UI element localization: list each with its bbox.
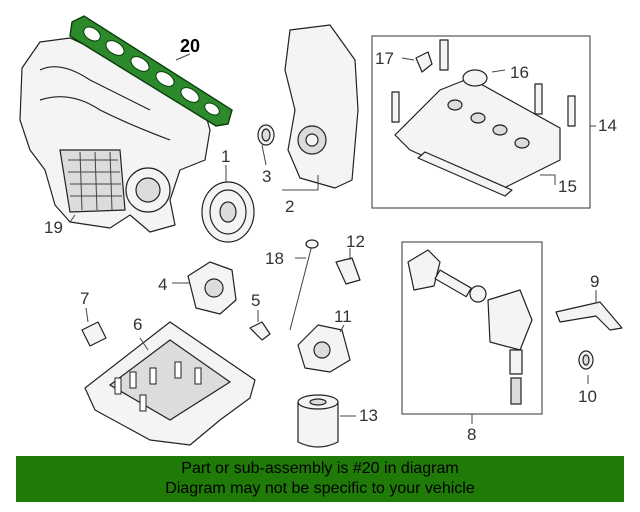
oil-dipstick[interactable] bbox=[289, 239, 319, 331]
banner-line-1: Part or sub-assembly is #20 in diagram bbox=[181, 460, 459, 477]
part-info-banner: Part or sub-assembly is #20 in diagram D… bbox=[16, 456, 624, 502]
oil-filter-housing[interactable] bbox=[297, 324, 351, 373]
callout-14: 14 bbox=[598, 116, 617, 135]
variable-valve-timing-group[interactable] bbox=[401, 241, 543, 415]
callout-10: 10 bbox=[578, 387, 597, 406]
timing-cover[interactable] bbox=[284, 24, 359, 189]
callout-3: 3 bbox=[262, 167, 271, 186]
oil-pan[interactable] bbox=[84, 321, 256, 446]
callout-15: 15 bbox=[558, 177, 577, 196]
callout-2: 2 bbox=[285, 197, 294, 216]
oil-filter[interactable] bbox=[297, 394, 339, 448]
valve-cover-group[interactable] bbox=[371, 35, 591, 209]
intake-manifold-gasket[interactable] bbox=[69, 15, 233, 127]
callout-13: 13 bbox=[359, 406, 378, 425]
callout-6: 6 bbox=[133, 315, 142, 334]
callout-7: 7 bbox=[80, 289, 89, 308]
callout-12: 12 bbox=[346, 232, 365, 251]
callout-16: 16 bbox=[510, 63, 529, 82]
engine-parts-diagram: 20 1 2 3 4 5 6 7 8 9 10 11 12 13 14 15 1… bbox=[19, 15, 623, 448]
intake-manifold[interactable] bbox=[19, 37, 211, 233]
oil-pump-cover[interactable] bbox=[187, 261, 237, 315]
bracket-5[interactable] bbox=[249, 321, 271, 341]
callout-5: 5 bbox=[251, 291, 260, 310]
crankshaft-pulley[interactable] bbox=[201, 181, 255, 243]
callout-1: 1 bbox=[221, 147, 230, 166]
callout-9: 9 bbox=[590, 272, 599, 291]
callout-8: 8 bbox=[467, 425, 476, 444]
bracket-9[interactable] bbox=[555, 301, 623, 331]
callout-4: 4 bbox=[158, 275, 167, 294]
front-seal[interactable] bbox=[257, 124, 275, 146]
callout-19: 19 bbox=[44, 218, 63, 237]
callout-17: 17 bbox=[375, 49, 394, 68]
callout-11: 11 bbox=[334, 307, 352, 326]
callout-18: 18 bbox=[265, 249, 284, 268]
seal-10[interactable] bbox=[578, 350, 594, 370]
bracket-12[interactable] bbox=[335, 257, 361, 285]
sensor-7[interactable] bbox=[81, 321, 107, 347]
banner-line-2: Diagram may not be specific to your vehi… bbox=[165, 480, 475, 497]
callout-20: 20 bbox=[180, 36, 200, 56]
